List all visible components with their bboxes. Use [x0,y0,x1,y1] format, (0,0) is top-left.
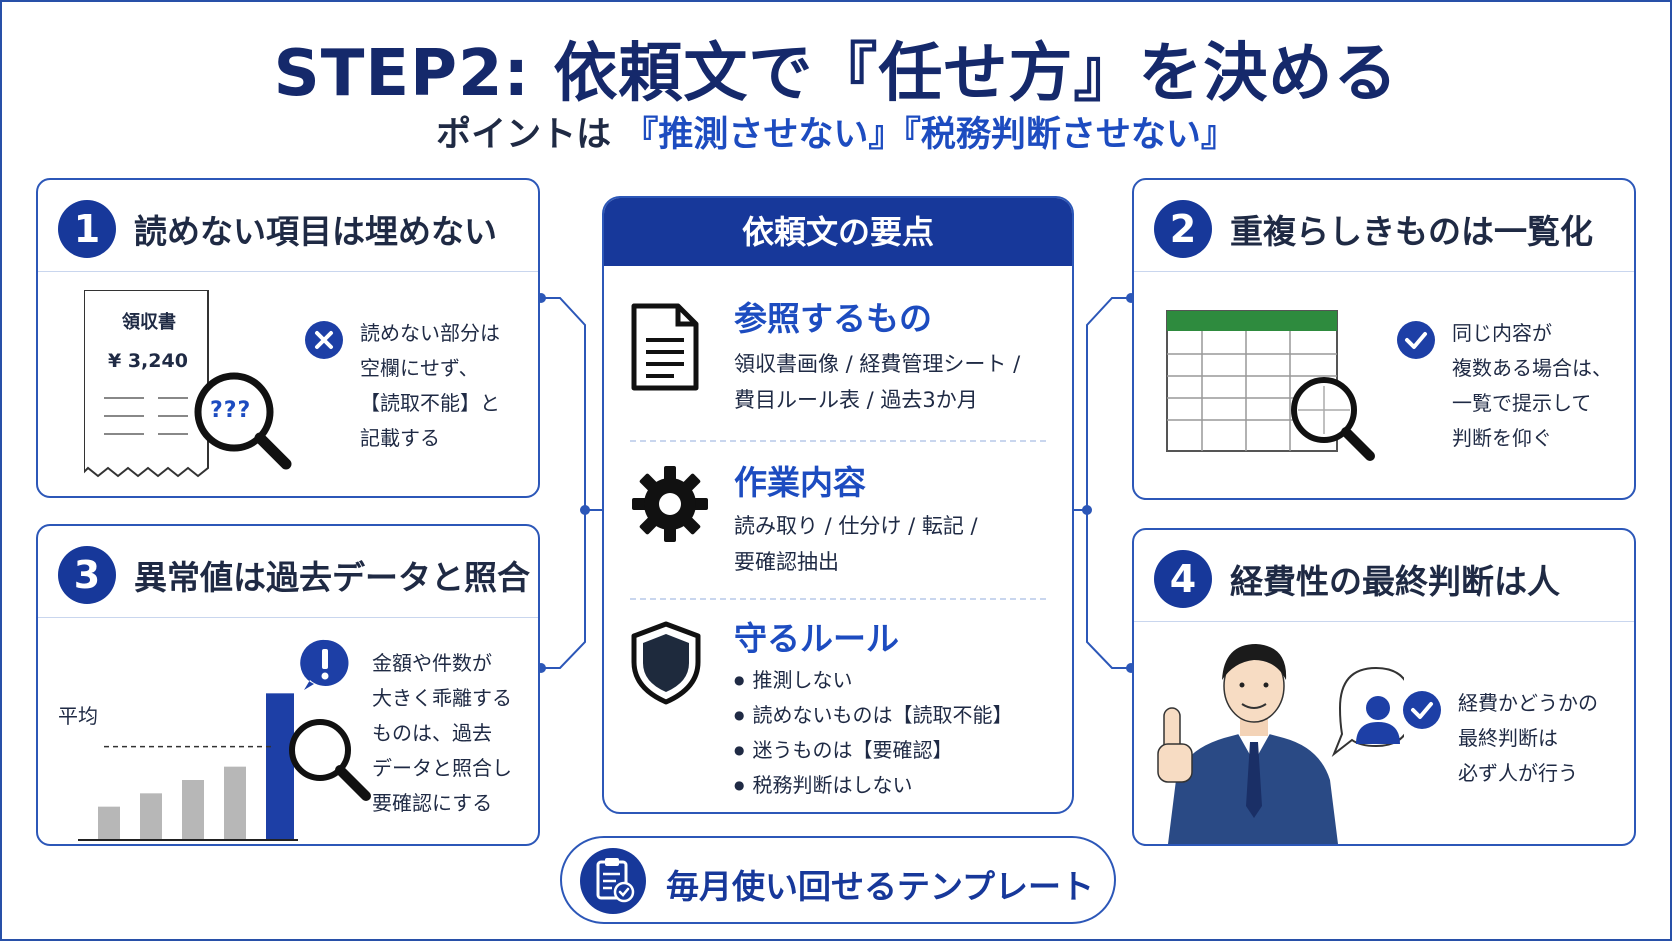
subtitle-point1: 『推測させない』 [623,115,904,155]
card-1-line: 【読取不能】と [360,391,500,415]
card-2-line: 同じ内容が [1452,321,1552,345]
average-label: 平均 [58,704,98,728]
alert-bubble-icon [300,639,349,690]
cross-badge-icon [305,321,343,359]
bar [182,780,204,840]
center-header: 依頼文の要点 [604,198,1072,266]
card-1-description: 読めない部分は 空欄にせず、 【読取不能】と 記載する [360,316,500,456]
card-2-line: 判断を仰ぐ [1452,426,1552,450]
divider [630,440,1046,442]
template-banner-label: 毎月使い回せるテンプレート [666,867,1095,906]
unknown-value: ??? [210,398,252,423]
subtitle-point2: 『税務判断させない』 [903,115,1236,155]
rule-item: 迷うものは【要確認】 [734,734,1012,769]
card-2-line: 一覧で提示して [1452,391,1592,415]
section-work-line: 読み取り / 仕分け / 転記 / [734,514,978,538]
bar [98,806,120,840]
card-outlier-check: 3 異常値は過去データと照合 平均 金額や件数が 大きく乖離する ものは、過去 … [36,524,540,846]
bar [224,766,246,840]
divider [630,598,1046,600]
card-4-title: 経費性の最終判断は人 [1230,562,1560,601]
card-1-line: 記載する [360,426,440,450]
card-3-description: 金額や件数が 大きく乖離する ものは、過去 データと照合し 要確認にする [372,646,512,821]
card-1-number: 1 [58,200,116,258]
section-reference-line: 費目ルール表 / 過去3か月 [734,388,978,412]
card-2-title: 重複らしきものは一覧化 [1230,212,1593,251]
template-banner: 毎月使い回せるテンプレート [560,836,1116,924]
card-3-header: 3 異常値は過去データと照合 [38,526,538,618]
card-3-line: ものは、過去 [372,721,492,745]
card-2-line: 複数ある場合は、 [1452,356,1612,380]
section-work-line: 要確認抽出 [734,550,839,574]
card-3-line: 要確認にする [372,791,493,815]
user-icon [1356,696,1400,744]
check-badge-icon [1397,321,1435,359]
card-1-title: 読めない項目は埋めない [134,212,497,251]
check-badge-icon [1403,691,1441,729]
section-work-text: 読み取り / 仕分け / 転記 / 要確認抽出 [734,508,978,580]
card-4-number: 4 [1154,550,1212,608]
rules-list: 推測しない 読めないものは【読取不能】 迷うものは【要確認】 税務判断はしない [734,664,1012,804]
magnifier-icon [289,719,371,801]
card-1-header: 1 読めない項目は埋めない [38,180,538,272]
section-rules-title: 守るルール [734,619,899,658]
shield-icon [631,621,701,705]
card-4-description: 経費かどうかの 最終判断は 必ず人が行う [1458,686,1598,791]
rule-item: 読めないものは【読取不能】 [734,699,1012,734]
card-2-number: 2 [1154,200,1212,258]
card-3-number: 3 [58,546,116,604]
card-3-line: 金額や件数が [372,651,492,675]
card-unreadable-items: 1 読めない項目は埋めない 領収書 ¥ 3,240 ??? 読めない部分は 空欄… [36,178,540,498]
card-4-line: 最終判断は [1458,726,1558,750]
section-reference-title: 参照するもの [734,299,932,338]
receipt-title: 領収書 [122,312,176,333]
rule-item: 税務判断はしない [734,769,1012,804]
page-title: STEP2: 依頼文で『任せ方』を決める [273,37,1399,111]
outlier-bar [266,693,294,840]
bar [140,793,162,840]
subtitle-prefix: ポイントは [436,115,612,155]
card-2-description: 同じ内容が 複数ある場合は、 一覧で提示して 判断を仰ぐ [1452,316,1612,456]
section-reference-text: 領収書画像 / 経費管理シート / 費目ルール表 / 過去3か月 [734,346,1020,418]
businessman-icon [1157,644,1404,844]
document-icon [631,303,699,391]
card-duplicate-list: 2 重複らしきものは一覧化 同じ内容が 複数ある場合は、 一覧で提示して 判断を… [1132,178,1636,500]
card-3-line: 大きく乖離する [372,686,512,710]
card-1-line: 空欄にせず、 [360,356,479,380]
section-reference-line: 領収書画像 / 経費管理シート / [734,352,1021,376]
request-key-points-panel: 依頼文の要点 参照するもの 領収書画像 / 経費管理シート / 費目ルール表 /… [602,196,1074,814]
page-subtitle: ポイントは 『推測させない』『税務判断させない』 [0,106,1672,157]
spreadsheet-icon [1166,310,1375,461]
card-4-line: 必ず人が行う [1458,761,1578,785]
receipt-icon [84,290,292,478]
card-4-header: 4 経費性の最終判断は人 [1134,530,1634,622]
card-4-line: 経費かどうかの [1458,691,1598,715]
card-3-title: 異常値は過去データと照合 [134,558,530,597]
card-3-line: データと照合し [372,756,512,780]
card-1-line: 読めない部分は [360,321,500,345]
section-work-title: 作業内容 [734,463,866,502]
card-final-judgment: 4 経費性の最終判断は人 経費かどうかの 最終判断は 必ず人が行う [1132,528,1636,846]
card-2-header: 2 重複らしきものは一覧化 [1134,180,1634,272]
gear-icon [632,466,708,542]
clipboard-icon [596,858,635,903]
rule-item: 推測しない [734,664,1012,699]
outlier-bar-chart [78,693,298,841]
receipt-amount: ¥ 3,240 [108,350,188,372]
clipboard-icon-bg [580,848,646,914]
